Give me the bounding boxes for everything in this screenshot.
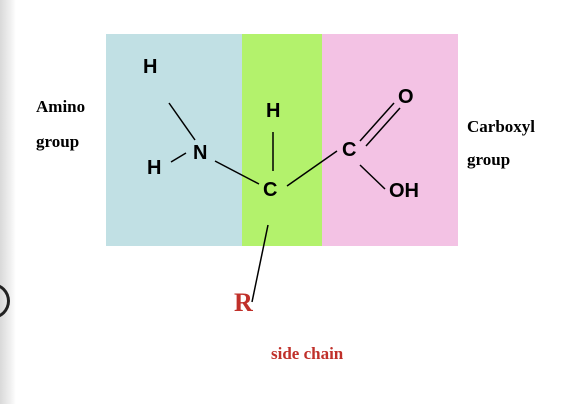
bond-c-alpha-r: [251, 224, 269, 303]
bond-c-o-double-2: [365, 107, 401, 147]
bond-n-h-left: [170, 152, 187, 163]
side-chain-label: side chain: [271, 344, 344, 363]
bond-c-oh: [359, 164, 386, 190]
bond-n-h-top: [168, 102, 196, 141]
alpha-carbon-region: [242, 34, 322, 246]
amino-group-region: [106, 34, 242, 246]
bond-n-c-alpha: [214, 160, 260, 185]
atom-h-alpha: H: [266, 100, 281, 122]
atom-oh: OH: [389, 180, 419, 202]
amino-group-label-line2: group: [36, 132, 80, 151]
atom-h-top: H: [143, 56, 158, 78]
carboxyl-group-label-line1: Carboxyl: [467, 117, 535, 136]
atom-c-carboxyl: C: [342, 139, 357, 161]
r-group-label: R: [234, 288, 253, 317]
atom-n: N: [193, 142, 208, 164]
amino-group-label-line1: Amino: [36, 97, 86, 116]
bond-c-alpha-c-carboxyl: [286, 150, 338, 187]
atom-c-alpha: C: [263, 179, 278, 201]
carboxyl-group-region: [322, 34, 458, 246]
bond-c-o-double-1: [359, 102, 395, 142]
carboxyl-group-label-line2: group: [467, 150, 511, 169]
atom-o-double: O: [398, 86, 414, 108]
atom-h-left: H: [147, 157, 162, 179]
